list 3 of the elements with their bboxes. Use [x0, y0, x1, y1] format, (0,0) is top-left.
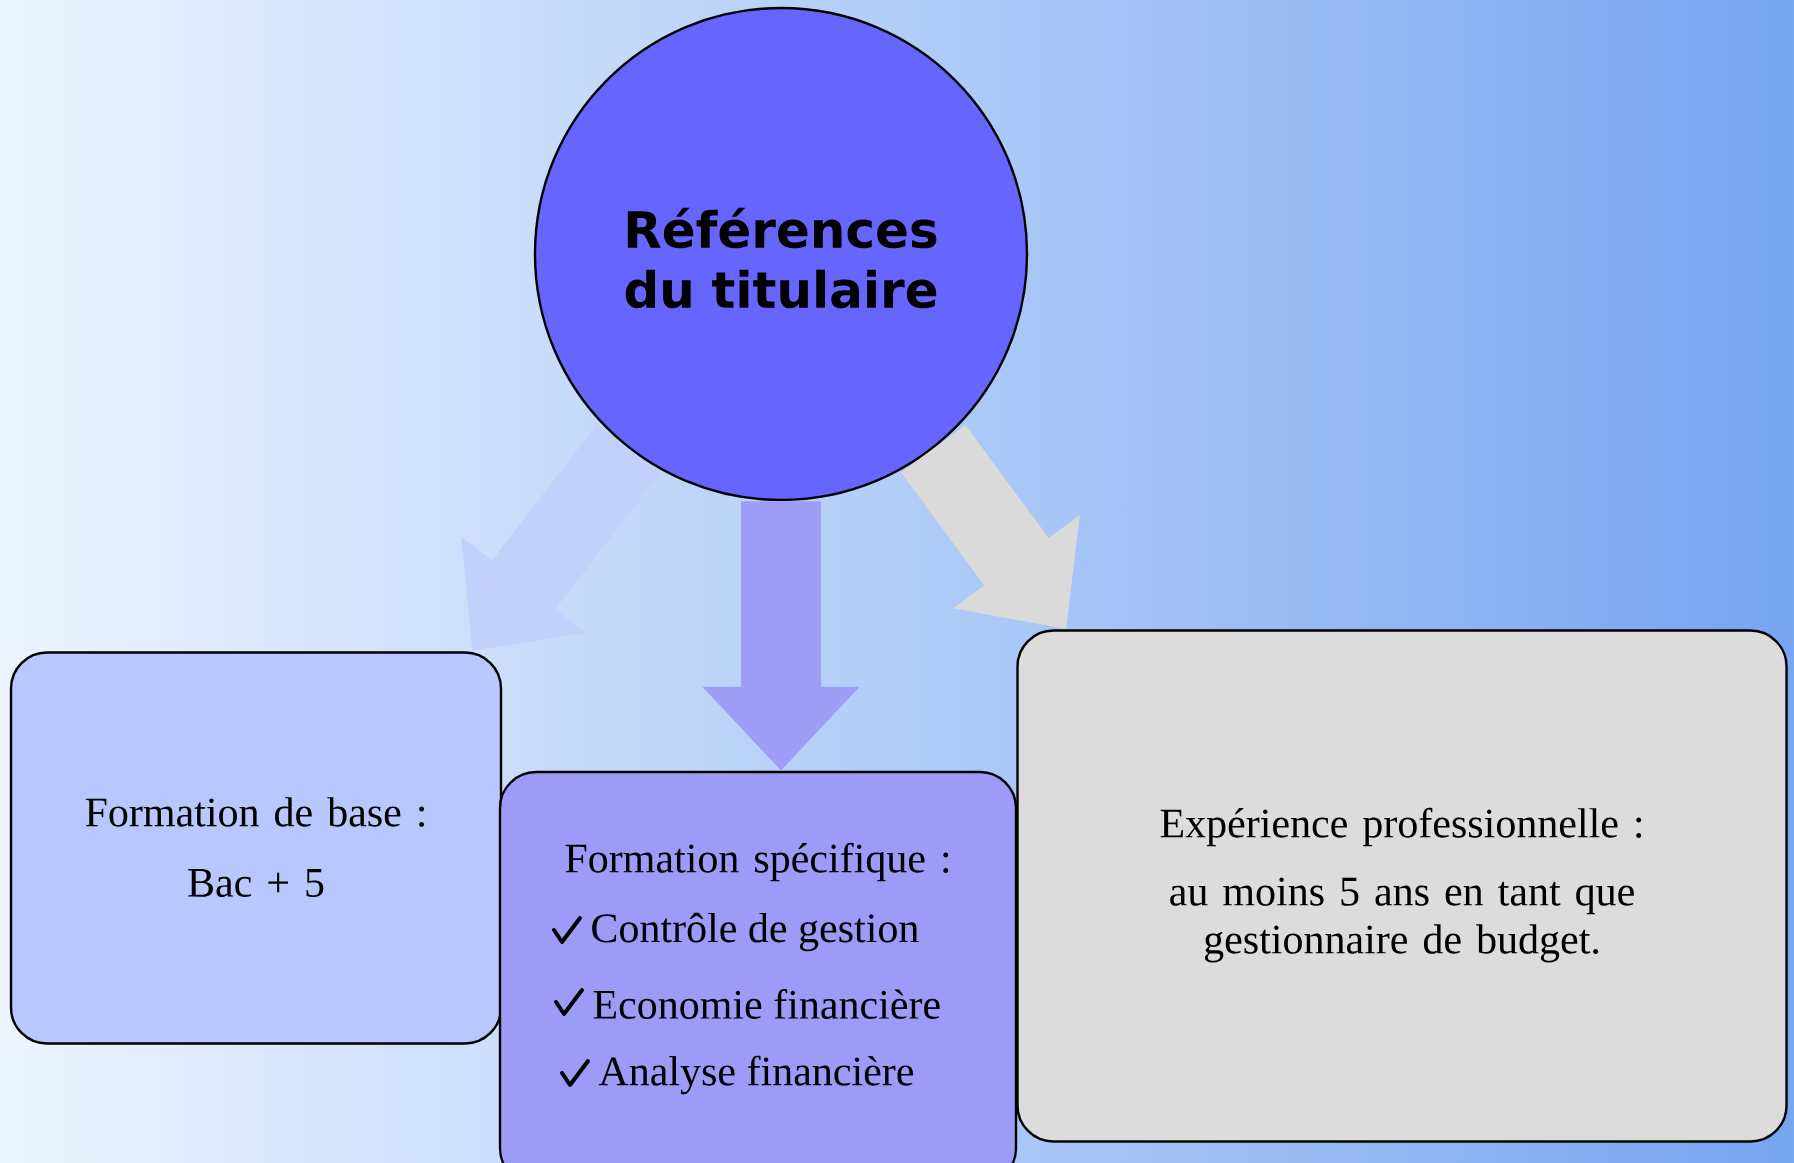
info-box: Formation de base : Bac + 5 [9, 651, 503, 1045]
info-box: Formation spécifique : Contrôle de gestion Economie financière Analyse financière [498, 770, 1018, 1163]
info-box: Expérience professionnelle : au moins 5 ans en tant que gestionnaire de budget. [1016, 629, 1788, 1143]
